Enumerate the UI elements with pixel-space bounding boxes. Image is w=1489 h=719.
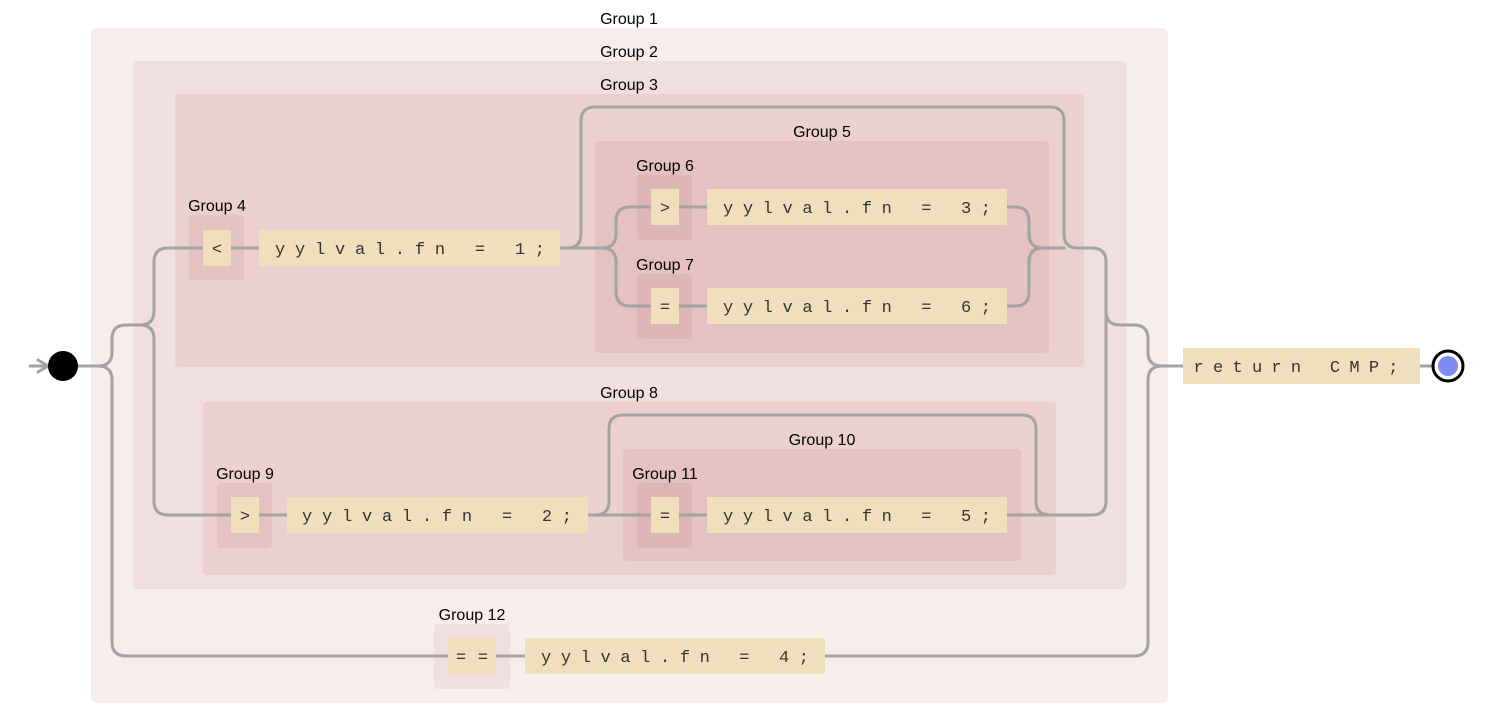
svg-text:>: > — [240, 508, 250, 527]
group-7-label: Group 7 — [636, 257, 694, 274]
group-4-label: Group 4 — [188, 198, 246, 215]
group-1-label: Group 1 — [600, 11, 658, 28]
edge-fn1-out — [558, 105, 1094, 250]
edge-start-group12 — [96, 364, 450, 658]
group-6-label: Group 6 — [636, 158, 694, 175]
token-return: return CMP; — [1183, 348, 1420, 384]
group-9-label: Group 9 — [216, 466, 274, 483]
edge-fn4-out — [823, 364, 1164, 658]
group-3-label: Group 3 — [600, 77, 658, 94]
edge-split-group8 — [138, 323, 233, 517]
end-node — [1431, 349, 1465, 383]
group-labels: Group 1 Group 2 Group 3 Group 4 Group 5 … — [188, 11, 855, 624]
edge-fn2-out — [586, 260, 1108, 517]
group-8-label: Group 8 — [600, 385, 658, 402]
edge-fn6-join — [1005, 246, 1045, 308]
token-lt: < — [203, 230, 231, 266]
edges — [28, 105, 1436, 658]
token-fn5: yylval.fn = 5; — [707, 497, 1007, 533]
token-fn1: yylval.fn = 1; — [259, 230, 560, 266]
group-12-label: Group 12 — [439, 607, 506, 624]
token-eq1: = — [651, 288, 679, 324]
svg-text:<: < — [212, 241, 222, 260]
svg-text:=: = — [660, 508, 670, 527]
group-5-label: Group 5 — [793, 124, 851, 141]
svg-text:>: > — [660, 200, 670, 219]
token-fn2: yylval.fn = 2; — [287, 497, 588, 533]
token-fn4: yylval.fn = 4; — [525, 638, 825, 674]
group-11-label: Group 11 — [632, 466, 698, 483]
edge-start-out — [75, 246, 205, 368]
edge-fn1-group7 — [600, 246, 653, 308]
group-2-label: Group 2 — [600, 44, 658, 61]
edge-group3-merge — [1090, 246, 1185, 368]
token-gt1: > — [651, 189, 679, 225]
tokens: < yylval.fn = 1; > yylval.fn = 3; = yylv… — [203, 189, 1420, 674]
start-node — [48, 351, 78, 381]
group-boxes — [91, 28, 1168, 703]
svg-text:=: = — [660, 299, 670, 318]
token-eqeq: == — [448, 638, 496, 674]
token-eq2: = — [651, 497, 679, 533]
token-fn3: yylval.fn = 3; — [707, 189, 1007, 225]
token-fn6: yylval.fn = 6; — [707, 288, 1007, 324]
group-10-label: Group 10 — [789, 432, 856, 449]
token-gt2: > — [231, 497, 259, 533]
